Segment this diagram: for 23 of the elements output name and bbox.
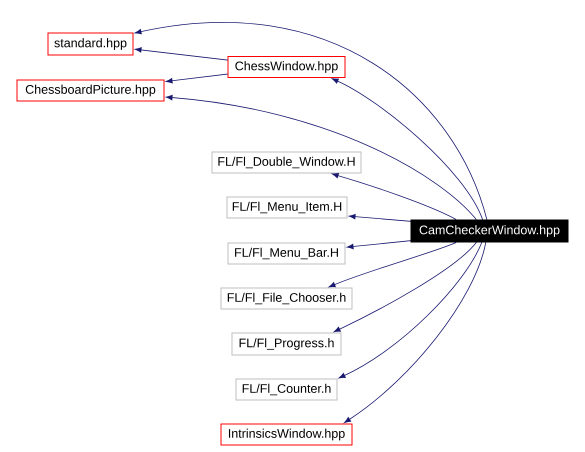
header-file-box: IntrinsicsWindow.hpp [220, 424, 352, 446]
dependency-arrow [348, 214, 411, 222]
header-file-box: CamCheckerWindow.hpp [410, 220, 568, 242]
header-file-box: standard.hpp [48, 32, 134, 56]
header-file-box: FL/Fl_Menu_Bar.H [228, 242, 346, 264]
dependency-arrow [166, 94, 477, 220]
dependency-arrow [338, 242, 482, 378]
header-file-box: FL/Fl_Menu_Item.H [226, 196, 348, 218]
dependency-arrow [332, 173, 456, 220]
header-file-box: ChessboardPicture.hpp [16, 80, 164, 102]
header-file-box: ChessWindow.hpp [228, 56, 346, 78]
dependency-arrow [346, 240, 411, 250]
dependency-arrow [332, 78, 483, 220]
dependency-arrow [166, 74, 228, 84]
dependency-arrow [334, 242, 477, 332]
header-file-box: FL/Fl_File_Chooser.h [220, 288, 352, 310]
dependency-arrow [134, 22, 488, 220]
header-file-box: FL/Fl_Progress.h [232, 332, 342, 356]
dependency-arrow [344, 242, 486, 423]
header-file-box: FL/Fl_Counter.h [236, 378, 338, 400]
dependency-arrow [134, 47, 228, 60]
header-file-box: FL/Fl_Double_Window.H [212, 152, 362, 174]
dependency-arrow [328, 242, 456, 288]
